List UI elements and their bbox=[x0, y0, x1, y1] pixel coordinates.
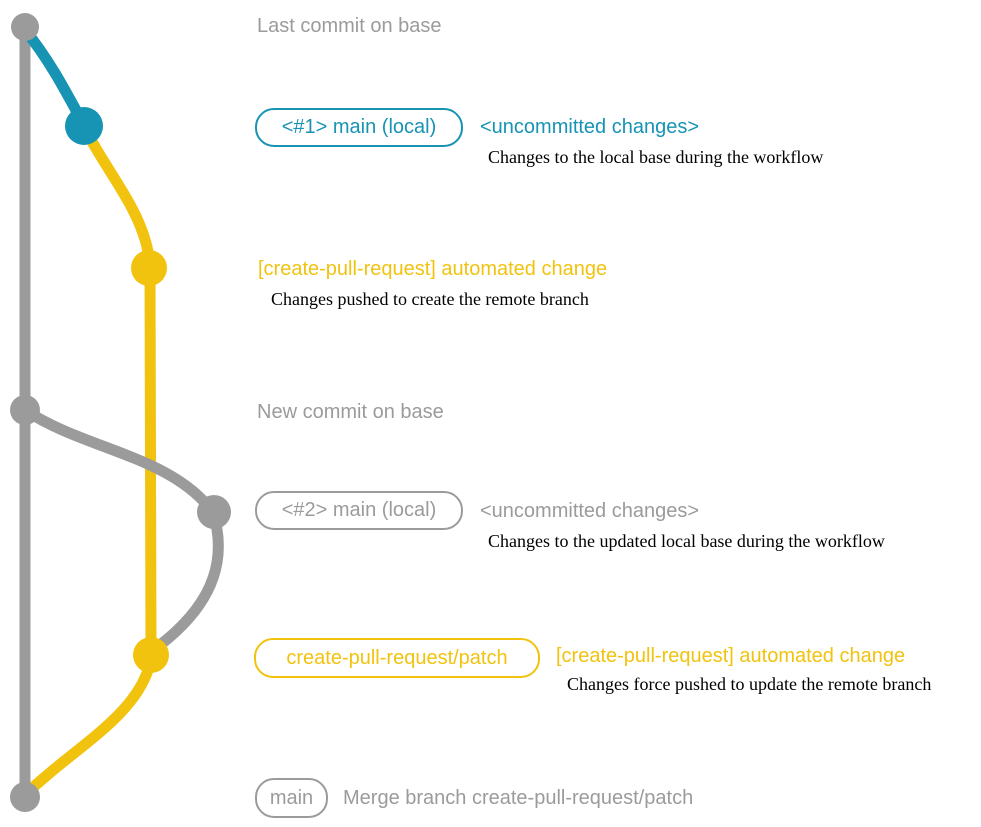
commit-node-new-base bbox=[10, 395, 40, 425]
merge-branch-label: Merge branch create-pull-request/patch bbox=[343, 787, 694, 809]
merge-to-base-line bbox=[19, 652, 157, 803]
commit-node-merge bbox=[10, 782, 40, 812]
commit-node-local-main-1 bbox=[65, 107, 103, 145]
branch-tag-main-text: main bbox=[269, 786, 314, 809]
row4-description: Changes to the updated local base during… bbox=[488, 531, 885, 551]
last-commit-label: Last commit on base bbox=[257, 15, 442, 37]
branch-tag-main-local-2: <#2> main (local) bbox=[255, 491, 463, 530]
uncommitted-changes-label-1: <uncommitted changes> bbox=[480, 116, 700, 138]
branch-tag-main-local-1-text: <#1> main (local) bbox=[281, 116, 437, 138]
automated-change-heading-2: [create-pull-request] automated change bbox=[556, 645, 906, 667]
row2-description: Changes pushed to create the remote bran… bbox=[271, 289, 589, 309]
commit-node-automated-2 bbox=[133, 637, 169, 673]
row1-description: Changes to the local base during the wor… bbox=[488, 147, 824, 167]
branch-tag-create-pull-request-patch-text: create-pull-request/patch bbox=[286, 646, 508, 669]
branch-tag-main-local-2-text: <#2> main (local) bbox=[281, 499, 437, 521]
rebase-merge-line bbox=[154, 506, 224, 651]
branch-tag-main: main bbox=[255, 778, 328, 818]
base-update-branch-line bbox=[19, 404, 219, 518]
automated-change-heading-1: [create-pull-request] automated change bbox=[258, 258, 608, 280]
branch-tag-create-pull-request-patch: create-pull-request/patch bbox=[254, 638, 540, 678]
pr-branch-line-1 bbox=[80, 125, 156, 274]
commit-node-last-base bbox=[11, 13, 39, 41]
commit-node-automated-1 bbox=[131, 250, 167, 286]
new-commit-label: New commit on base bbox=[257, 401, 444, 423]
uncommitted-changes-label-2: <uncommitted changes> bbox=[480, 500, 700, 522]
commit-node-local-main-2 bbox=[197, 495, 231, 529]
branch-tag-main-local-1: <#1> main (local) bbox=[255, 108, 463, 147]
row5-description: Changes force pushed to update the remot… bbox=[567, 674, 932, 694]
